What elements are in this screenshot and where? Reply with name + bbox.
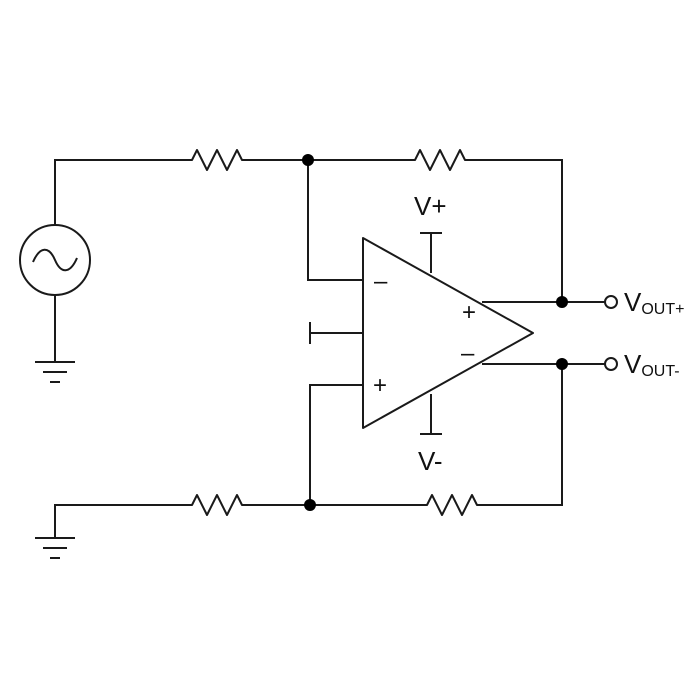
junction-nodes [302, 154, 568, 511]
wire-feedback-bottom-to-output-neg [483, 363, 563, 506]
wire-ground-to-input-resistor-bottom [54, 504, 186, 539]
junction-node [556, 358, 568, 370]
ground-icon [35, 361, 75, 383]
supply-positive-label: V+ [414, 191, 447, 221]
output-plus-sign: + [462, 299, 476, 326]
resistor-icon [185, 149, 247, 171]
wire-source-to-input-resistor [54, 159, 186, 226]
junction-node [304, 499, 316, 511]
resistor-icon [185, 494, 247, 516]
supply-negative-label: V- [418, 446, 443, 476]
wire-node-top-to-inverting-input [307, 159, 364, 281]
output-pos-terminal [604, 295, 618, 309]
ground-icon [35, 537, 75, 559]
junction-node [556, 296, 568, 308]
output-neg-terminal [604, 357, 618, 371]
resistors [185, 149, 484, 516]
wire-noninverting-input-to-node-bottom [309, 384, 364, 506]
output-pos-label: VOUT+ [624, 287, 684, 318]
ac-source-icon [19, 224, 91, 296]
resistor-icon [420, 494, 484, 516]
noninverting-input-sign: + [373, 372, 387, 399]
junction-node [302, 154, 314, 166]
wire-feedback-top-to-output-pos [471, 159, 563, 303]
wires [54, 159, 606, 539]
output-minus-sign: – [461, 340, 475, 367]
fully-differential-amplifier-icon [362, 237, 534, 429]
resistor-icon [408, 149, 472, 171]
output-neg-label: VOUT- [624, 349, 680, 380]
inverting-input-sign: – [374, 268, 388, 295]
